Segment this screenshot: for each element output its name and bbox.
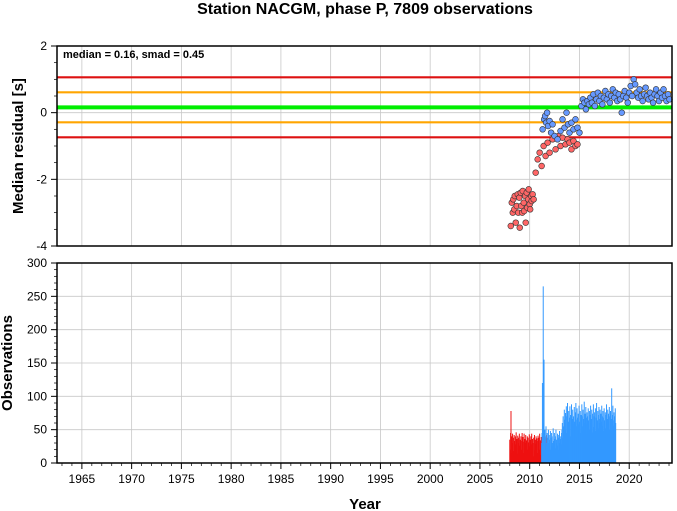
residual-point xyxy=(526,206,534,213)
residual-point xyxy=(652,86,660,93)
x-tick-label: 1980 xyxy=(218,472,245,486)
residual-point xyxy=(591,102,599,110)
residual-y-tick-label: 0 xyxy=(40,106,47,120)
residual-point xyxy=(554,136,561,143)
residual-point xyxy=(525,186,532,193)
residual-point xyxy=(639,97,646,105)
x-tick-label: 1985 xyxy=(268,472,295,486)
residual-point xyxy=(532,169,539,176)
chart-title: Station NACGM, phase P, 7809 observation… xyxy=(197,1,533,18)
residual-point xyxy=(559,116,566,123)
x-tick-label: 1995 xyxy=(367,472,394,486)
residual-point xyxy=(530,196,537,203)
residual-point xyxy=(574,141,581,148)
residual-point xyxy=(618,109,625,116)
residual-panel: -4 -2 0 2 median = 0.16, smad = 0.45 Median… xyxy=(10,39,673,253)
observations-y-tick-label: 0 xyxy=(40,456,47,470)
residual-y-ticks: -4 -2 0 2 xyxy=(36,39,57,253)
x-tick-label: 1990 xyxy=(317,472,344,486)
residual-point xyxy=(628,92,636,100)
residual-y-tick-label: -2 xyxy=(36,172,47,186)
residual-point xyxy=(660,86,667,93)
residual-point xyxy=(539,126,546,133)
residual-point xyxy=(606,99,614,106)
residual-point xyxy=(538,162,545,170)
residual-point xyxy=(642,84,649,91)
x-tick-label: 1975 xyxy=(168,472,195,486)
observations-y-tick-label: 100 xyxy=(27,389,47,403)
residual-point xyxy=(636,86,643,93)
observations-y-axis-title: Observations xyxy=(0,315,16,411)
x-tick-label: 2020 xyxy=(616,472,643,486)
residual-point xyxy=(543,109,551,116)
x-tick-label: 1970 xyxy=(118,472,145,486)
residual-point xyxy=(536,149,543,156)
residual-points xyxy=(507,76,673,231)
x-tick-label: 2005 xyxy=(467,472,494,486)
residual-y-tick-label: -4 xyxy=(36,239,47,253)
residual-point xyxy=(599,101,606,108)
residual-plot-area xyxy=(57,46,672,246)
observations-gridlines xyxy=(57,263,672,463)
observations-y-tick-label: 150 xyxy=(27,356,47,370)
stats-annotation: median = 0.16, smad = 0.45 xyxy=(63,49,204,61)
residual-point xyxy=(576,129,583,136)
year-x-ticks: 1965 1970 1975 1980 1985 1990 1995 2000 2005 2010… xyxy=(61,463,670,486)
residual-point xyxy=(552,146,559,153)
x-tick-label: 2010 xyxy=(516,472,543,486)
residual-point xyxy=(544,139,551,146)
residual-point xyxy=(582,106,590,113)
residual-point xyxy=(522,219,529,226)
x-tick-label: 1965 xyxy=(69,472,96,486)
observations-y-tick-label: 300 xyxy=(27,256,47,270)
residual-point xyxy=(534,156,541,163)
residual-point xyxy=(549,121,556,128)
residual-point xyxy=(624,99,631,106)
observations-y-tick-label: 250 xyxy=(27,289,47,303)
residual-point xyxy=(631,81,639,88)
observations-bars xyxy=(509,286,617,463)
year-x-axis-title: Year xyxy=(349,496,381,511)
observations-y-tick-label: 200 xyxy=(27,323,47,337)
x-tick-label: 2000 xyxy=(417,472,444,486)
residual-point xyxy=(546,149,553,156)
observations-y-tick-label: 50 xyxy=(34,423,48,437)
observations-y-ticks: 0 50 100 150 200 250 300 xyxy=(27,256,57,470)
residual-point xyxy=(572,116,579,123)
residual-point xyxy=(507,222,514,230)
residual-point xyxy=(520,199,527,206)
residual-point xyxy=(563,109,570,116)
residual-point xyxy=(512,219,519,226)
residual-point xyxy=(649,99,657,106)
residual-point xyxy=(516,224,523,231)
x-tick-label: 2015 xyxy=(566,472,593,486)
residual-y-tick-label: 2 xyxy=(40,39,47,53)
residual-y-axis-title: Median residual [s] xyxy=(10,78,27,214)
